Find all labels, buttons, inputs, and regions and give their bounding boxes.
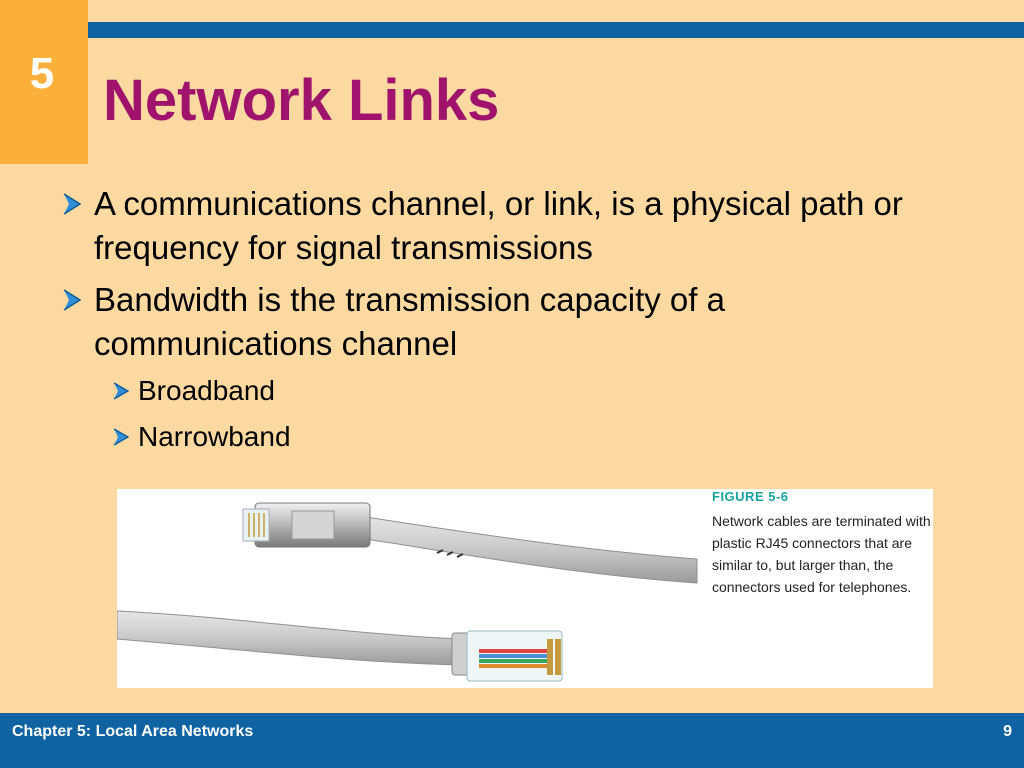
figure-label: FIGURE 5-6 bbox=[712, 489, 789, 504]
footer-chapter: Chapter 5: Local Area Networks bbox=[12, 723, 254, 740]
bullet-list: A communications channel, or link, is a … bbox=[60, 182, 960, 466]
slide-title: Network Links bbox=[103, 68, 500, 133]
header-bar bbox=[88, 22, 1024, 38]
sub-bullet-text: Narrowband bbox=[138, 421, 291, 452]
chapter-box: 5 bbox=[0, 0, 88, 164]
figure-panel: FIGURE 5-6 Network cables are terminated… bbox=[117, 489, 933, 688]
bullet-text: Bandwidth is the transmission capacity o… bbox=[94, 281, 725, 362]
figure-caption-text: Network cables are terminated with plast… bbox=[712, 513, 931, 595]
chapter-number: 5 bbox=[29, 49, 55, 98]
figure-caption: FIGURE 5-6 Network cables are terminated… bbox=[712, 489, 933, 598]
sub-bullet-item: Broadband bbox=[60, 374, 960, 408]
footer-bar: Chapter 5: Local Area Networks 9 bbox=[0, 713, 1024, 768]
arrow-bullet-icon bbox=[113, 382, 130, 400]
bullet-item: Bandwidth is the transmission capacity o… bbox=[60, 278, 960, 366]
arrow-bullet-icon bbox=[63, 193, 82, 215]
page-number: 9 bbox=[1003, 723, 1012, 740]
arrow-bullet-icon bbox=[113, 428, 130, 446]
bullet-text: A communications channel, or link, is a … bbox=[94, 185, 903, 266]
sub-bullet-item: Narrowband bbox=[60, 420, 960, 454]
rj45-cables-photo bbox=[117, 502, 698, 682]
arrow-bullet-icon bbox=[63, 289, 82, 311]
bullet-item: A communications channel, or link, is a … bbox=[60, 182, 960, 270]
sub-bullet-text: Broadband bbox=[138, 375, 276, 406]
